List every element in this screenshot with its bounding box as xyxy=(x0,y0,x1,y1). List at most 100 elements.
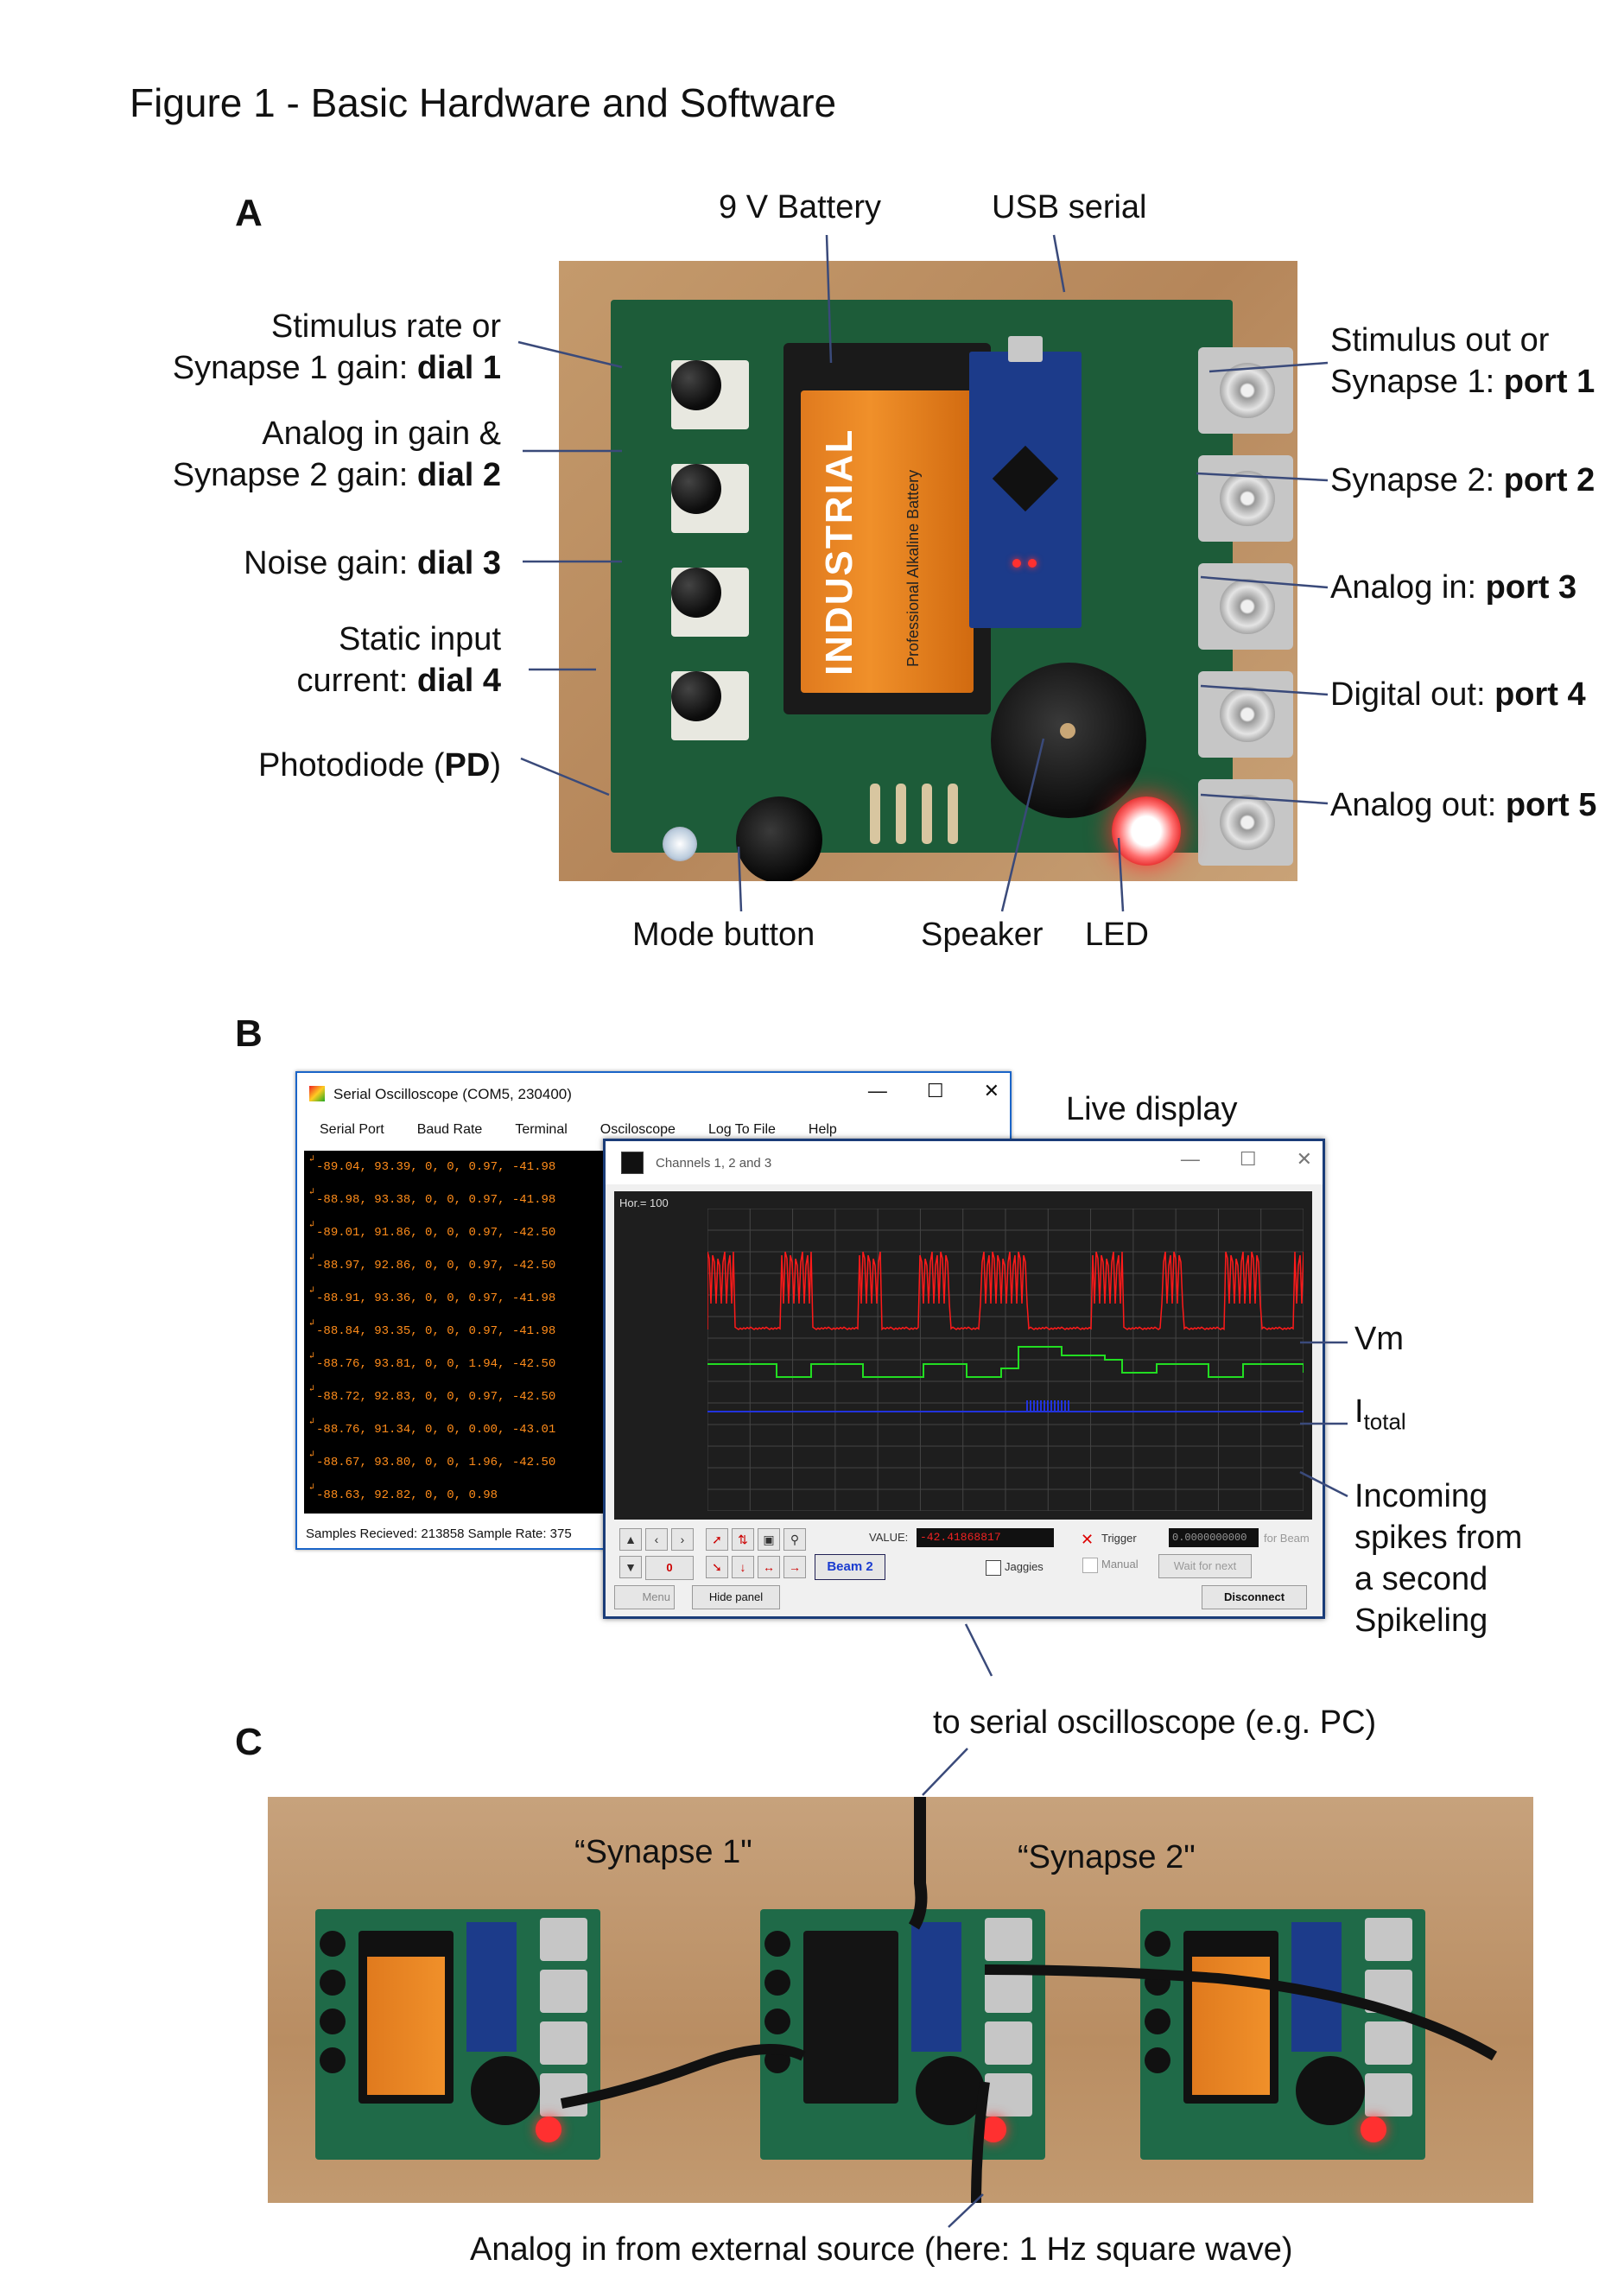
label-live-display: Live display xyxy=(1066,1091,1238,1127)
pcb-board: INDUSTRIAL Professional Alkaline Battery xyxy=(611,300,1293,881)
led xyxy=(1112,796,1181,866)
arrow-up-button[interactable]: ⇅ xyxy=(732,1528,754,1551)
menu-log-to-file[interactable]: Log To File xyxy=(707,1122,776,1137)
dial-4-knob xyxy=(671,671,721,721)
label-usb-serial: USB serial xyxy=(992,189,1147,225)
arrow-ne-button[interactable]: ➚ xyxy=(706,1528,728,1551)
jaggies-label: Jaggies xyxy=(1005,1560,1044,1573)
terminal-line: -89.01, 91.86, 0, 0, 0.97, -42.50 xyxy=(304,1216,999,1249)
hardware-photo: INDUSTRIAL Professional Alkaline Battery xyxy=(559,261,1297,881)
trigger-value[interactable]: 0.0000000000 xyxy=(1169,1528,1259,1547)
label-led: LED xyxy=(1085,917,1149,953)
app-icon xyxy=(309,1086,325,1101)
label-dial-3: Noise gain: dial 3 xyxy=(244,545,501,581)
menu-osciloscope[interactable]: Osciloscope xyxy=(599,1122,676,1137)
dial-3-knob xyxy=(671,568,721,618)
mode-button xyxy=(736,796,822,881)
port-1-bnc xyxy=(1198,347,1293,434)
label-port-1: Stimulus out or Synapse 1: port 1 xyxy=(1330,322,1595,400)
label-dial-4: Static input current: dial 4 xyxy=(296,621,501,699)
terminal-line: -88.76, 93.81, 0, 0, 1.94, -42.50 xyxy=(304,1348,999,1380)
port-2-bnc xyxy=(1198,455,1293,542)
three-boards-photo: “Synapse 1" “Synapse 2" xyxy=(268,1797,1533,2203)
for-beam-label: for Beam xyxy=(1264,1532,1310,1545)
channels-window[interactable]: Channels 1, 2 and 3 — ☐ ✕ Hor.= 100 ▲ ‹ … xyxy=(603,1139,1325,1619)
label-port-5: Analog out: port 5 xyxy=(1330,787,1597,823)
trigger-label[interactable]: Trigger xyxy=(1101,1532,1137,1545)
arrow-sw-button[interactable]: ➘ xyxy=(706,1556,728,1578)
terminal-line: -88.91, 93.36, 0, 0, 0.97, -41.98 xyxy=(304,1282,999,1315)
label-synapse-1: “Synapse 1" xyxy=(574,1834,752,1870)
close-icon[interactable]: ✕ xyxy=(983,1080,999,1101)
step-left-button[interactable]: ‹ xyxy=(645,1528,668,1551)
zoom-icon[interactable]: ⚲ xyxy=(783,1528,806,1551)
label-port-4: Digital out: port 4 xyxy=(1330,676,1586,713)
label-speaker: Speaker xyxy=(921,917,1044,953)
scroll-up-button[interactable]: ▲ xyxy=(619,1528,642,1551)
board-middle xyxy=(760,1909,1045,2160)
figure-title: Figure 1 - Basic Hardware and Software xyxy=(130,80,837,125)
arrow-down-button[interactable]: ↓ xyxy=(732,1556,754,1578)
menu-help[interactable]: Help xyxy=(808,1122,837,1137)
minimize-icon[interactable]: — xyxy=(1180,1148,1200,1170)
battery-brand: INDUSTRIAL xyxy=(818,428,860,676)
label-dial-2: Analog in gain & Synapse 2 gain: dial 2 xyxy=(172,416,501,493)
arduino-nano xyxy=(969,336,1082,628)
maximize-icon[interactable]: ☐ xyxy=(1239,1148,1257,1170)
menu-serial-port[interactable]: Serial Port xyxy=(320,1122,384,1137)
label-battery: 9 V Battery xyxy=(719,189,881,225)
dial-1-knob xyxy=(671,360,721,410)
battery-holder: INDUSTRIAL Professional Alkaline Battery xyxy=(783,343,991,714)
scroll-down-button[interactable]: ▼ xyxy=(619,1556,642,1578)
label-mode-button: Mode button xyxy=(632,917,815,953)
arrow-right-button[interactable]: → xyxy=(783,1556,806,1578)
port-3-bnc xyxy=(1198,563,1293,650)
menu-terminal[interactable]: Terminal xyxy=(515,1122,568,1137)
speaker xyxy=(991,663,1146,818)
usb-connector xyxy=(1008,336,1043,362)
label-port-3: Analog in: port 3 xyxy=(1330,569,1577,606)
trigger-x-icon[interactable]: ✕ xyxy=(1081,1531,1094,1548)
step-right-button[interactable]: › xyxy=(671,1528,694,1551)
serial-menubar: Serial Port Baud Rate Terminal Oscilosco… xyxy=(297,1116,1010,1144)
hide-panel-button[interactable]: Hide panel xyxy=(692,1585,780,1609)
jaggies-checkbox[interactable] xyxy=(986,1560,1001,1576)
manual-label: Manual xyxy=(1101,1558,1139,1571)
dial-2-knob xyxy=(671,464,721,514)
scope-app-icon xyxy=(621,1152,644,1174)
label-dial-1: Stimulus rate or Synapse 1 gain: dial 1 xyxy=(172,308,501,386)
port-4-bnc xyxy=(1198,671,1293,758)
label-to-serial-oscilloscope: to serial oscilloscope (e.g. PC) xyxy=(933,1704,1377,1741)
channels-window-titlebar[interactable]: Channels 1, 2 and 3 — ☐ ✕ xyxy=(606,1141,1323,1184)
panel-letter-c: C xyxy=(235,1721,263,1763)
terminal-line: -89.04, 93.39, 0, 0, 0.97, -41.98 xyxy=(304,1151,999,1184)
terminal-line: -88.98, 93.38, 0, 0, 0.97, -41.98 xyxy=(304,1184,999,1216)
battery-subtext: Professional Alkaline Battery xyxy=(904,469,922,667)
label-incoming-spikes: Incoming spikes from a second Spikeling xyxy=(1354,1478,1523,1639)
zero-button[interactable]: 0 xyxy=(645,1556,694,1580)
board-synapse-1 xyxy=(315,1909,600,2160)
board-synapse-2 xyxy=(1140,1909,1425,2160)
label-synapse-2: “Synapse 2" xyxy=(1018,1839,1196,1875)
menu-baud-rate[interactable]: Baud Rate xyxy=(416,1122,483,1137)
wait-for-next-button[interactable]: Wait for next xyxy=(1158,1554,1252,1578)
close-icon[interactable]: ✕ xyxy=(1296,1148,1312,1170)
camera-icon[interactable]: ▣ xyxy=(758,1528,780,1551)
maximize-icon[interactable]: ☐ xyxy=(926,1080,944,1101)
minimize-icon[interactable]: — xyxy=(867,1080,887,1101)
scope-traces xyxy=(707,1209,1304,1511)
label-itotal: Itotal xyxy=(1354,1393,1406,1435)
manual-checkbox[interactable] xyxy=(1082,1558,1098,1573)
terminal-line: -88.67, 93.80, 0, 0, 1.96, -42.50 xyxy=(304,1446,999,1479)
battery: INDUSTRIAL Professional Alkaline Battery xyxy=(801,390,974,693)
menu-button[interactable]: Menu xyxy=(614,1585,675,1609)
value-readout: -42.41868817 xyxy=(917,1528,1054,1547)
channels-window-title: Channels 1, 2 and 3 xyxy=(656,1155,772,1171)
beam-2-button[interactable]: Beam 2 xyxy=(815,1554,885,1580)
panel-letter-a: A xyxy=(235,192,263,234)
value-label: VALUE: xyxy=(869,1531,909,1544)
serial-window-titlebar[interactable]: Serial Oscilloscope (COM5, 230400) — ☐ ✕ xyxy=(297,1073,1010,1116)
terminal-line: -88.72, 92.83, 0, 0, 0.97, -42.50 xyxy=(304,1380,999,1413)
disconnect-button[interactable]: Disconnect xyxy=(1202,1585,1307,1609)
arrow-lr-button[interactable]: ↔ xyxy=(758,1556,780,1578)
